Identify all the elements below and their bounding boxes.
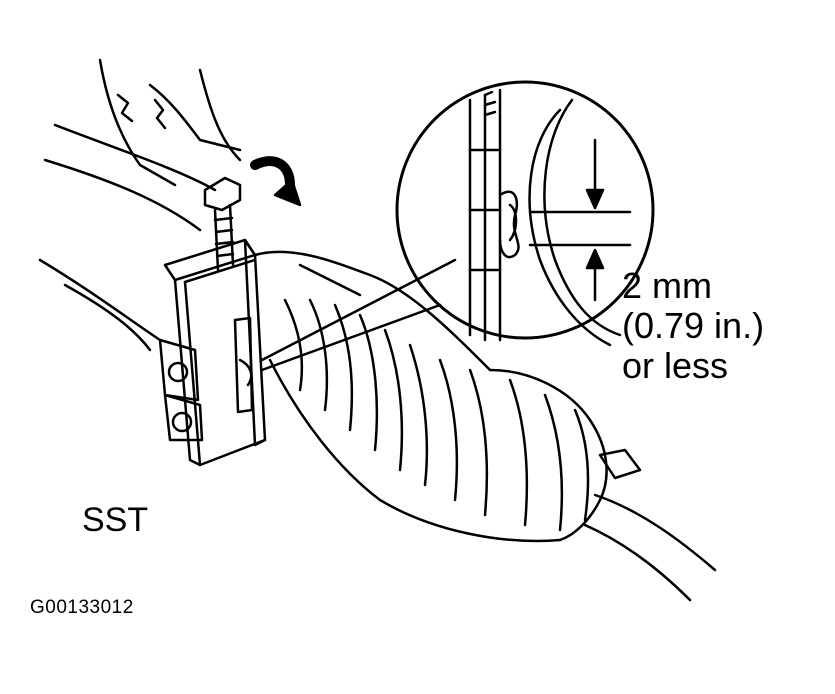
magnified-view bbox=[395, 80, 655, 347]
measurement-line-2: (0.79 in.) bbox=[622, 305, 765, 346]
upper-housing bbox=[43, 58, 242, 232]
tie-rod bbox=[583, 493, 717, 602]
rotation-arrow-icon bbox=[250, 156, 302, 207]
bolt bbox=[203, 176, 242, 272]
callout-leader bbox=[260, 258, 457, 372]
measurement-line-3: or less bbox=[622, 345, 729, 386]
rubber-boot bbox=[253, 250, 642, 543]
sst-tool bbox=[158, 238, 267, 467]
measurement-indicator bbox=[528, 138, 632, 302]
gear-housing-tube bbox=[38, 258, 162, 352]
measurement-label: 2 mm (0.79 in.) or less bbox=[622, 266, 764, 386]
figure-code: G00133012 bbox=[30, 597, 134, 618]
sst-label: SST bbox=[82, 501, 149, 539]
measurement-line-1: 2 mm bbox=[622, 265, 712, 306]
